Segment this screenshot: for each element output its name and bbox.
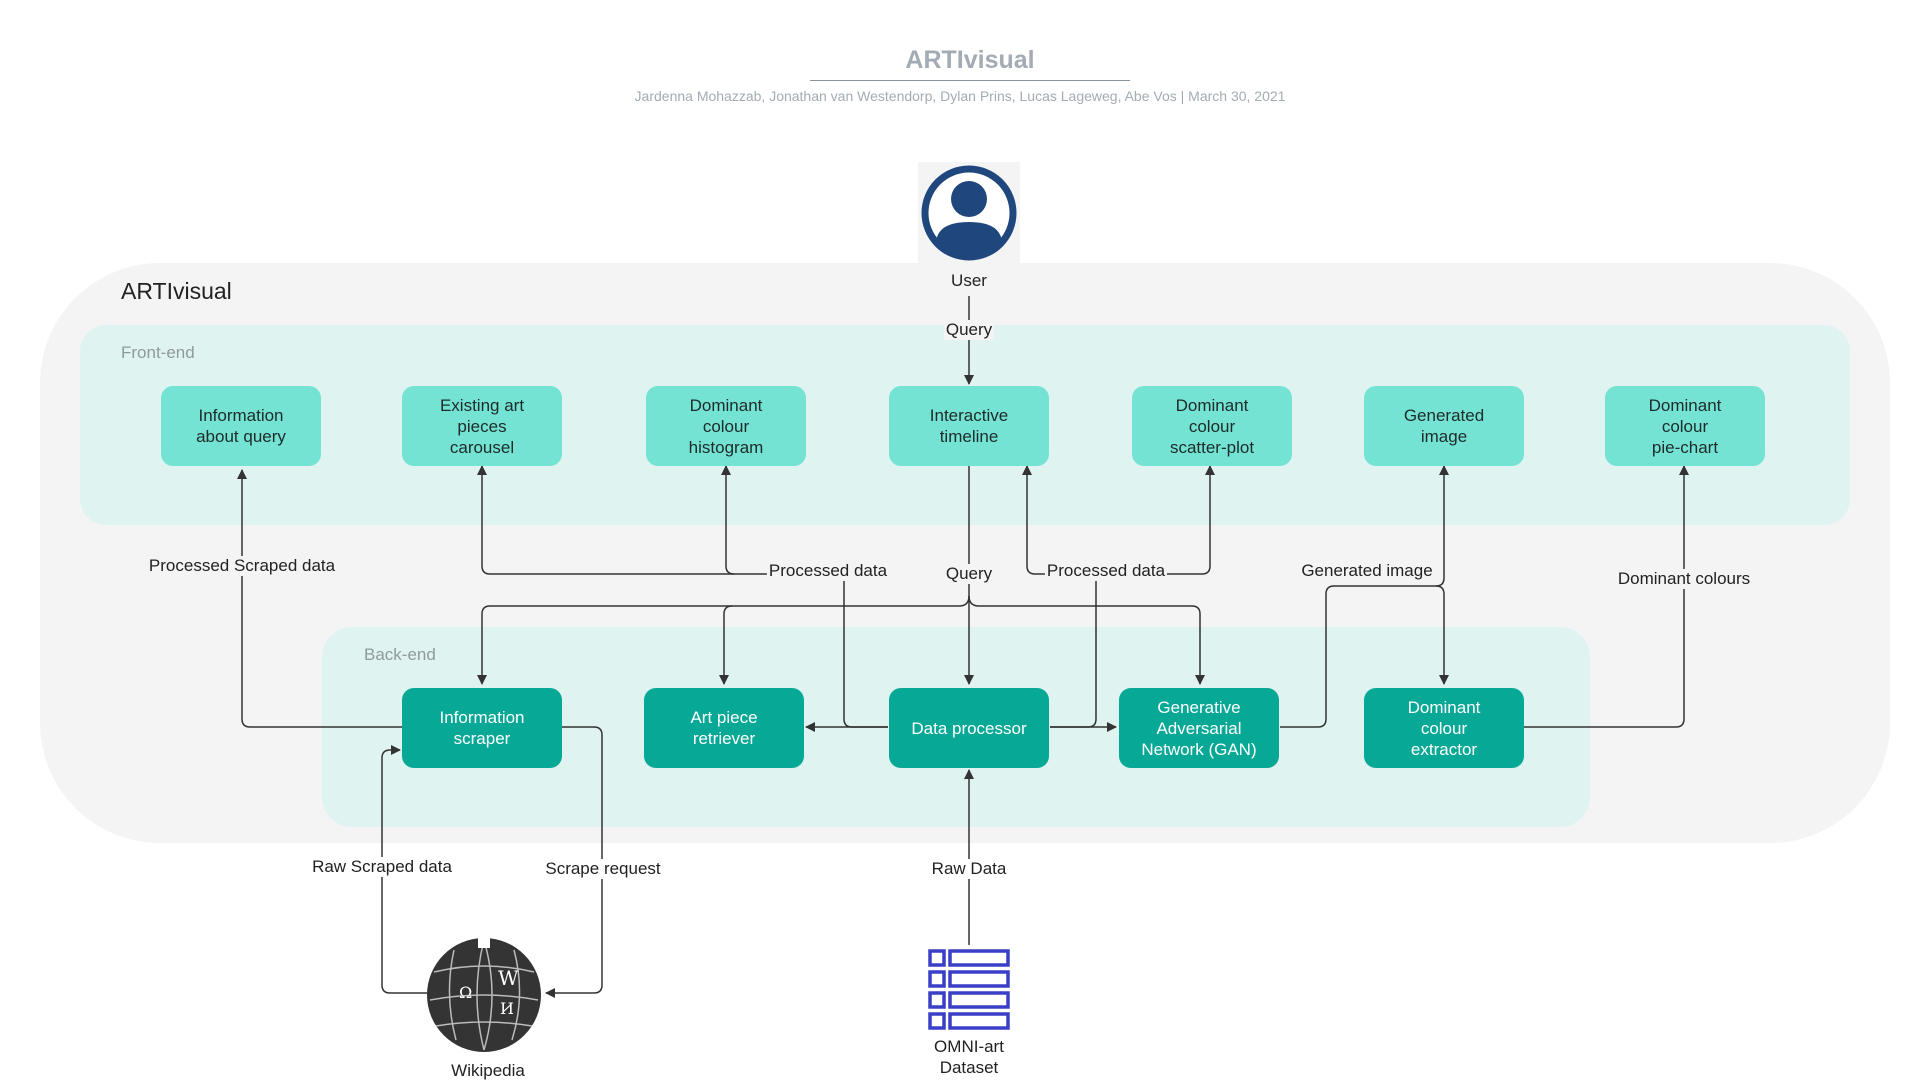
dataset-caption: OMNI-art Dataset [934,1037,1004,1077]
frontend-title: Front-end [121,343,195,362]
node-colour-scatter-plot[interactable]: Dominant colour scatter-plot [1132,386,1292,466]
svg-text:W: W [498,966,519,990]
database-table-icon [928,949,1010,1030]
document-title: ARTIvisual [905,46,1035,74]
node-colour-extractor[interactable]: Dominant colour extractor [1364,688,1524,768]
node-art-piece-retriever[interactable]: Art piece retriever [644,688,804,768]
edge-query-gan [968,595,1205,685]
label-processed-scraped: Processed Scraped data [146,556,338,576]
label-query-top: Query [943,320,995,340]
node-information-about-query[interactable]: Information about query [161,386,321,466]
edge-dominant-colours [1524,465,1689,728]
edge-generated-image [1280,465,1449,728]
edge-processed-right-branch [1022,465,1104,575]
title-divider [810,80,1130,81]
svg-text:Ω: Ω [459,983,472,1002]
edge-generated-extractor [1435,585,1449,685]
wikipedia-caption: Wikipedia [451,1061,525,1080]
wikipedia-globe-icon: W Ω И [427,936,541,1052]
node-generated-image[interactable]: Generated image [1364,386,1524,466]
node-information-scraper[interactable]: Information scraper [402,688,562,768]
user-avatar-icon [921,165,1017,261]
node-colour-pie-chart[interactable]: Dominant colour pie-chart [1605,386,1765,466]
edge-processed-left-branch [477,465,734,575]
label-processed-left: Processed data [766,561,890,581]
node-art-carousel[interactable]: Existing art pieces carousel [402,386,562,466]
label-query-mid: Query [943,564,995,584]
label-scrape-request: Scrape request [543,859,663,879]
node-interactive-timeline[interactable]: Interactive timeline [889,386,1049,466]
label-raw-scraped: Raw Scraped data [310,857,454,877]
edge-query-retriever [719,605,733,685]
document-meta: Jardenna Mohazzab, Jonathan van Westendo… [634,88,1286,104]
label-dominant-colours: Dominant colours [1615,569,1753,589]
container-title: ARTIvisual [121,278,232,304]
user-caption: User [948,270,990,291]
label-processed-right: Processed data [1044,561,1168,581]
edge-query-scraper [477,595,970,685]
label-generated-image: Generated image [1299,561,1435,581]
backend-title: Back-end [364,645,436,664]
node-gan[interactable]: Generative Adversarial Network (GAN) [1119,688,1279,768]
node-data-processor[interactable]: Data processor [889,688,1049,768]
edge-processed-scraped [237,469,402,728]
label-raw-data: Raw Data [929,859,1009,879]
node-colour-histogram[interactable]: Dominant colour histogram [646,386,806,466]
svg-text:И: И [500,999,514,1018]
